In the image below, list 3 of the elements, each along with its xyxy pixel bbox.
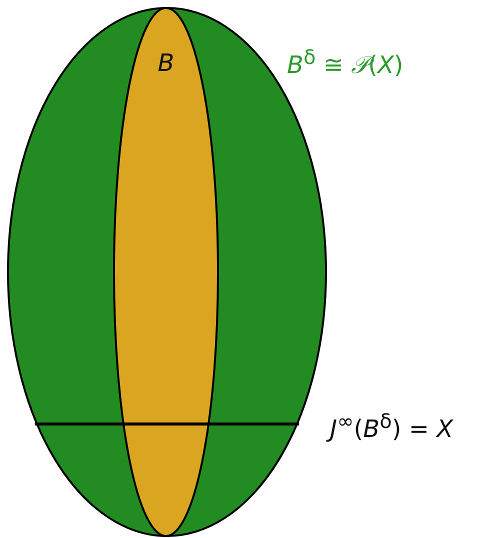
set-label: B — [158, 51, 174, 75]
inner-ellipse — [113, 7, 219, 537]
outer-ellipse — [7, 7, 327, 537]
